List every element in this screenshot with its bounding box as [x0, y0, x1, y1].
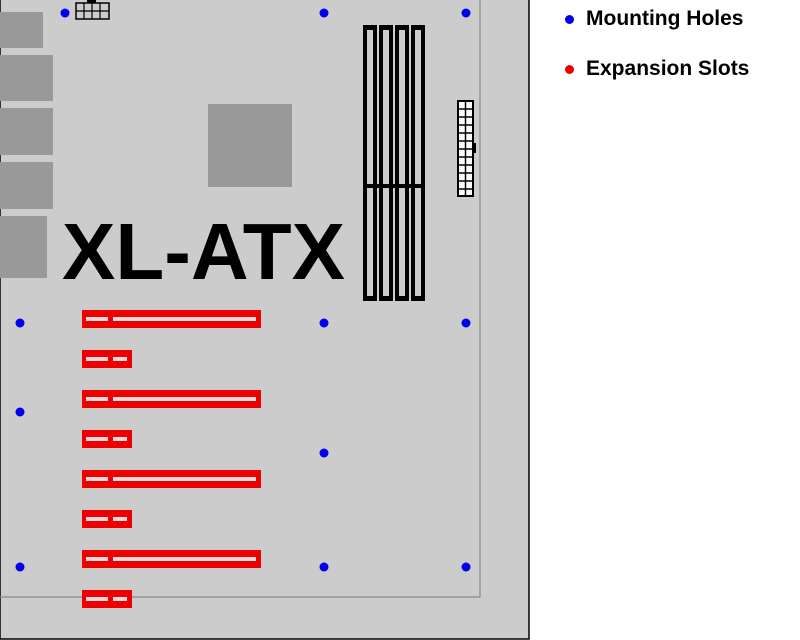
expansion-slot-5	[82, 470, 261, 488]
rear-io-ports	[0, 12, 53, 278]
cpu-power-connector	[75, 0, 110, 20]
red-dot-icon	[565, 65, 574, 74]
expansion-slot-2	[82, 350, 132, 368]
mounting-hole	[461, 318, 471, 328]
expansion-slot-4	[82, 430, 132, 448]
atx-power-connector	[457, 100, 476, 197]
mounting-hole	[15, 407, 25, 417]
io-port-5	[0, 216, 47, 278]
legend-item-mounting-holes: Mounting Holes	[558, 6, 749, 32]
mounting-hole	[60, 8, 70, 18]
memory-slots	[363, 25, 425, 301]
mounting-hole	[319, 318, 329, 328]
expansion-slot-7	[82, 550, 261, 568]
cpu-socket	[208, 104, 292, 187]
expansion-slot-6	[82, 510, 132, 528]
mounting-hole	[319, 448, 329, 458]
legend-item-expansion-slots: Expansion Slots	[558, 56, 749, 82]
io-port-3	[0, 108, 53, 155]
board-title: XL-ATX	[62, 207, 345, 296]
standard-atx-outline	[0, 0, 481, 598]
mounting-hole	[15, 562, 25, 572]
expansion-slot-8	[82, 590, 132, 608]
mounting-holes	[15, 8, 471, 572]
legend-label: Mounting Holes	[586, 7, 744, 30]
blue-dot-icon	[565, 15, 574, 24]
mounting-hole	[461, 562, 471, 572]
io-port-4	[0, 162, 53, 209]
mounting-hole	[319, 562, 329, 572]
expansion-slot-1	[82, 310, 261, 328]
legend-label: Expansion Slots	[586, 57, 750, 80]
motherboard-outline	[0, 0, 530, 640]
expansion-slots	[82, 310, 261, 608]
mounting-hole	[461, 8, 471, 18]
io-port-2	[0, 55, 53, 101]
mounting-hole	[15, 318, 25, 328]
io-port-1	[0, 12, 43, 48]
legend: Mounting Holes Expansion Slots	[558, 6, 749, 106]
expansion-slot-3	[82, 390, 261, 408]
mounting-hole	[319, 8, 329, 18]
